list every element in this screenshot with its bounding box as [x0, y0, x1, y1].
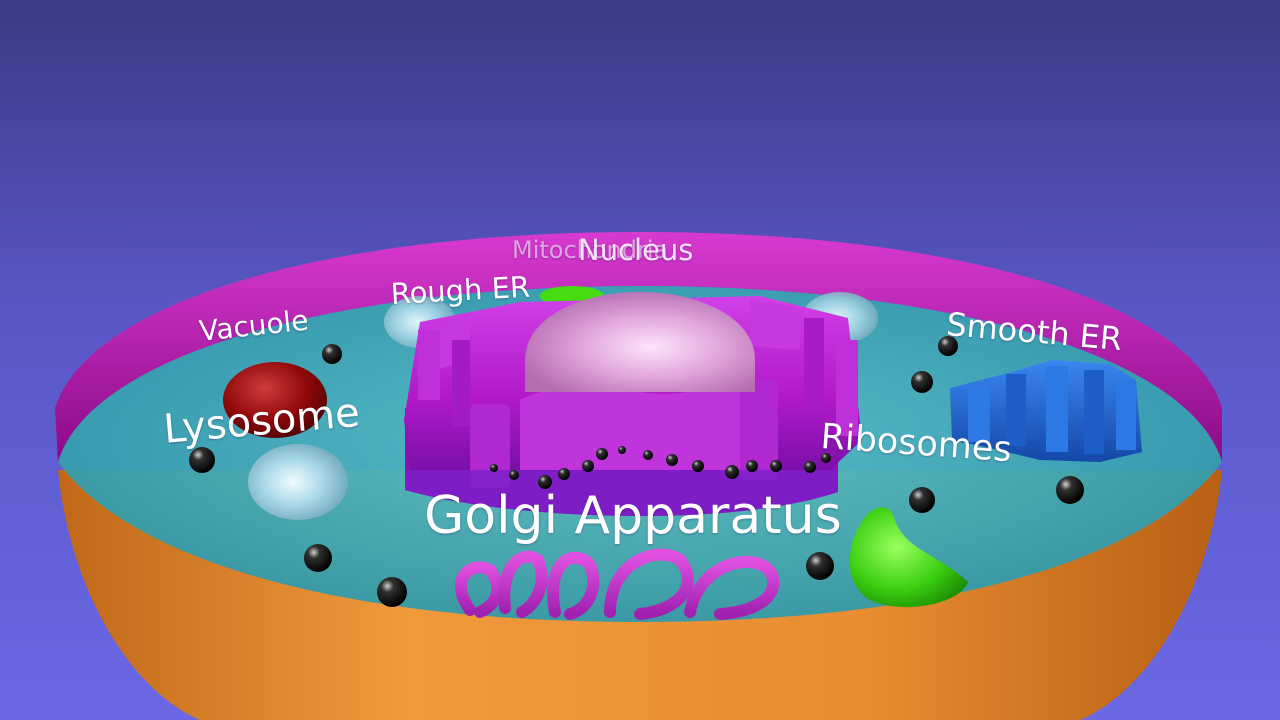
- golgi-apparatus: [454, 548, 780, 620]
- ribosomes: [189, 336, 1084, 607]
- lysosome: [223, 362, 327, 438]
- mitochondrion: [849, 507, 968, 608]
- label-nucleus: Nucleus: [578, 233, 694, 267]
- vacuole: [248, 444, 348, 520]
- label-golgi-apparatus: Golgi Apparatus: [424, 486, 842, 546]
- nucleus: [525, 292, 755, 392]
- er-ribosomes: [490, 446, 831, 489]
- cell-membrane: [55, 232, 1222, 462]
- label-mitochondria: Mitochondria: [512, 236, 669, 264]
- smooth-er: [950, 360, 1142, 462]
- label-rough-er: Rough ER: [389, 269, 531, 311]
